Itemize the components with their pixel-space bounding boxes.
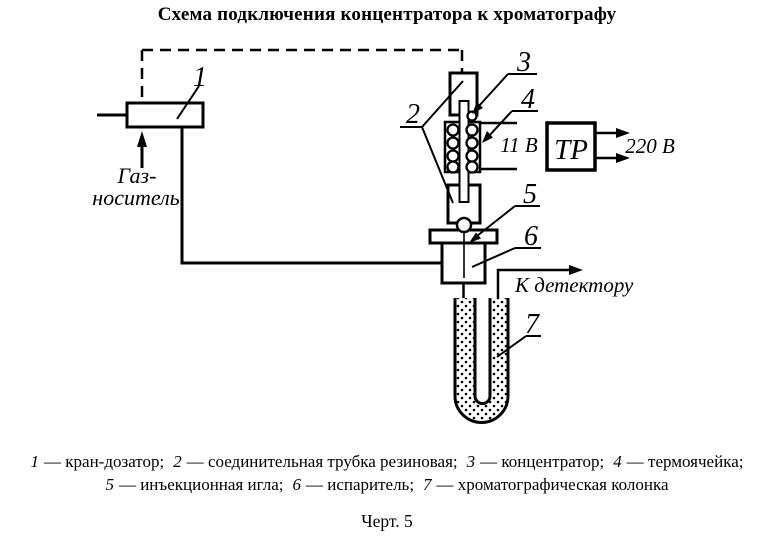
legend-item-label: — кран-дозатор; (44, 452, 165, 471)
carrier-gas-label-line2: носитель (92, 185, 179, 210)
callout-number-4: 4 (521, 84, 535, 115)
arrow-right-icon (616, 153, 630, 163)
cell-voltage-label: 11 В (500, 133, 538, 157)
legend-line-2: 5— инъекционная игла; 6— испаритель; 7— хр… (0, 473, 774, 496)
callout-number-1: 1 (193, 62, 207, 93)
carrier-gas-arrow (137, 131, 147, 168)
transformer-label: ТР (554, 134, 588, 166)
legend-item-label: — хроматографическая колонка (436, 475, 669, 494)
leader-2 (400, 80, 464, 204)
valve-doser (125, 101, 205, 129)
leader-4 (487, 110, 538, 138)
callout-number-6: 6 (524, 221, 538, 252)
arrow-right-icon (616, 128, 630, 138)
callout-number-5: 5 (523, 179, 537, 210)
transformer-box (545, 121, 630, 172)
legend-item-label: — испаритель; (305, 475, 415, 494)
figure-caption: Черт. 5 (361, 511, 413, 531)
legend-item-number: 5 (105, 475, 114, 494)
ball-joint (455, 216, 473, 234)
leader-1 (176, 85, 200, 120)
detector-line (496, 265, 583, 298)
legend-item-number: 7 (423, 475, 432, 494)
chromatographic-column (453, 283, 510, 424)
arrow-right-icon (569, 265, 583, 275)
legend-line-1: 1— кран-дозатор; 2— соединительная трубка… (0, 450, 774, 473)
evaporator (428, 216, 499, 285)
legend-item-label: — термоячейка; (626, 452, 744, 471)
leader-6 (471, 247, 541, 268)
legend-item-label: — концентратор; (480, 452, 605, 471)
legend-item-number: 6 (292, 475, 301, 494)
mains-voltage-label: 220 В (625, 134, 675, 158)
carrier-gas-line (97, 113, 442, 265)
leader-5 (476, 205, 540, 237)
carrier-gas-label-line1: Газ- (117, 163, 157, 188)
callout-arrowheads (469, 102, 493, 243)
to-detector-label: К детектору (514, 273, 634, 297)
page-title: Схема подключения концентратора к хромат… (157, 4, 617, 25)
callout-number-2: 2 (406, 99, 420, 130)
legend-item-number: 4 (613, 452, 622, 471)
heater-coil (446, 110, 479, 174)
legend-item-number: 2 (173, 452, 182, 471)
legend: 1— кран-дозатор; 2— соединительная трубка… (0, 450, 774, 496)
leader-7 (496, 335, 541, 358)
leader-3 (477, 73, 537, 108)
arrow-up-icon (137, 131, 147, 147)
dashed-control-line (140, 48, 464, 103)
legend-item-label: — инъекционная игла; (118, 475, 284, 494)
legend-item-number: 3 (466, 452, 476, 471)
legend-item-label: — соединительная трубка резиновая; (186, 452, 458, 471)
legend-item-number: 1 (30, 452, 40, 471)
callout-number-7: 7 (525, 309, 540, 340)
callout-leaders (176, 73, 541, 358)
callout-number-3: 3 (516, 47, 531, 78)
